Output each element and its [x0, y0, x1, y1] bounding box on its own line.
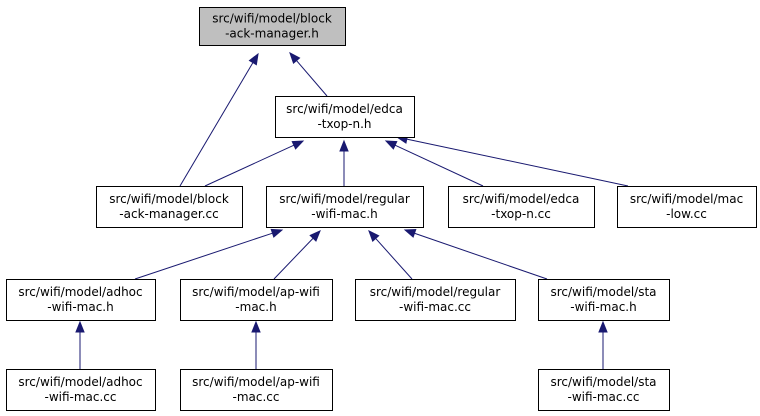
node-label-line: src/wifi/model/regular: [370, 285, 501, 299]
node-box: [96, 186, 243, 228]
edge-block_ack_manager_cc-to-edca_txop_n_h: [204, 140, 305, 187]
node-box: [538, 279, 670, 321]
node-label-line: src/wifi/model/sta: [550, 285, 656, 299]
node-label-line: src/wifi/model/block: [212, 12, 332, 26]
node-box: [180, 279, 333, 321]
node-label-line: src/wifi/model/sta: [550, 375, 656, 389]
node-label-line: -ack-manager.cc: [119, 207, 218, 221]
node-mac-low-cc[interactable]: src/wifi/model/mac-low.cc: [617, 186, 757, 228]
edge-adhoc_wifi_mac_cc-to-adhoc_wifi_mac_h: [75, 320, 85, 369]
node-label-line: -mac.h: [235, 300, 276, 314]
node-label-line: src/wifi/model/ap-wifi: [192, 285, 320, 299]
node-box: [180, 369, 333, 411]
edge-line: [394, 144, 484, 187]
node-sta-wifi-mac-cc[interactable]: src/wifi/model/sta-wifi-mac.cc: [538, 369, 670, 411]
node-label-line: src/wifi/model/ap-wifi: [192, 375, 320, 389]
arrowhead-icon: [248, 52, 259, 66]
node-box: [6, 279, 156, 321]
node-label-line: -wifi-mac.h: [47, 300, 113, 314]
edge-line: [179, 62, 254, 187]
arrowhead-icon: [251, 320, 261, 333]
edge-line: [273, 237, 314, 280]
node-label-line: -ack-manager.h: [225, 27, 319, 41]
edge-mac_low_cc-to-edca_txop_n_h: [395, 134, 629, 187]
node-edca-txop-n-cc[interactable]: src/wifi/model/edca-txop-n.cc: [448, 186, 595, 228]
node-label-line: -wifi-mac.h: [311, 207, 377, 221]
node-label-line: -wifi-mac.cc: [567, 390, 639, 404]
node-adhoc-wifi-mac-cc[interactable]: src/wifi/model/adhoc-wifi-mac.cc: [6, 369, 156, 411]
node-box: [266, 186, 424, 228]
edge-ap_wifi_mac_h-to-regular_wifi_mac_h: [273, 230, 321, 280]
edge-line: [134, 232, 273, 280]
arrowhead-icon: [403, 228, 417, 238]
arrowhead-icon: [339, 139, 349, 152]
edge-line: [406, 138, 629, 187]
edge-edca_txop_n_cc-to-edca_txop_n_h: [384, 140, 484, 187]
node-box: [538, 369, 670, 411]
edge-regular_wifi_mac_h-to-edca_txop_n_h: [339, 139, 349, 186]
node-block-ack-manager-cc[interactable]: src/wifi/model/block-ack-manager.cc: [96, 186, 243, 228]
edge-sta_wifi_mac_cc-to-sta_wifi_mac_h: [598, 320, 608, 369]
arrowhead-icon: [291, 140, 305, 150]
node-box: [617, 186, 757, 228]
edge-line: [375, 238, 413, 280]
node-label-line: -mac.cc: [233, 390, 280, 404]
node-regular-wifi-mac-cc[interactable]: src/wifi/model/regular-wifi-mac.cc: [355, 279, 516, 321]
arrowhead-icon: [368, 229, 380, 242]
edge-regular_wifi_mac_cc-to-regular_wifi_mac_h: [368, 229, 413, 280]
arrowhead-icon: [75, 320, 85, 333]
node-block-ack-manager-h[interactable]: src/wifi/model/block-ack-manager.h: [199, 7, 346, 46]
node-box: [355, 279, 516, 321]
node-edca-txop-n-h[interactable]: src/wifi/model/edca-txop-n.h: [275, 96, 415, 138]
node-sta-wifi-mac-h[interactable]: src/wifi/model/sta-wifi-mac.h: [538, 279, 670, 321]
arrowhead-icon: [270, 228, 284, 238]
node-box: [199, 7, 346, 46]
edge-ap_wifi_mac_cc-to-ap_wifi_mac_h: [251, 320, 261, 369]
node-box: [275, 96, 415, 138]
edge-line: [414, 232, 548, 280]
node-ap-wifi-mac-h[interactable]: src/wifi/model/ap-wifi-mac.h: [180, 279, 333, 321]
edge-block_ack_manager_cc-to-block_ack_manager_h: [179, 52, 259, 187]
edge-line: [296, 60, 328, 97]
edge-edca_txop_n_h-to-block_ack_manager_h: [289, 51, 328, 97]
arrowhead-icon: [384, 140, 398, 150]
node-label-line: src/wifi/model/regular: [279, 192, 410, 206]
node-label-line: src/wifi/model/mac: [630, 192, 743, 206]
nodes-layer: src/wifi/model/block-ack-manager.hsrc/wi…: [6, 7, 757, 411]
node-box: [6, 369, 156, 411]
node-label-line: -wifi-mac.cc: [399, 300, 471, 314]
node-box: [448, 186, 595, 228]
node-label-line: src/wifi/model/adhoc: [18, 285, 142, 299]
arrowhead-icon: [309, 230, 321, 242]
node-label-line: src/wifi/model/edca: [463, 192, 580, 206]
node-label-line: src/wifi/model/adhoc: [18, 375, 142, 389]
edge-adhoc_wifi_mac_h-to-regular_wifi_mac_h: [134, 228, 284, 280]
node-label-line: src/wifi/model/edca: [286, 102, 403, 116]
node-label-line: -txop-n.cc: [491, 207, 551, 221]
node-label-line: -wifi-mac.cc: [44, 390, 116, 404]
edge-line: [204, 144, 295, 187]
edges-layer: [75, 51, 629, 369]
node-label-line: -low.cc: [666, 207, 707, 221]
arrowhead-icon: [289, 51, 301, 65]
node-adhoc-wifi-mac-h[interactable]: src/wifi/model/adhoc-wifi-mac.h: [6, 279, 156, 321]
node-ap-wifi-mac-cc[interactable]: src/wifi/model/ap-wifi-mac.cc: [180, 369, 333, 411]
edge-sta_wifi_mac_h-to-regular_wifi_mac_h: [403, 228, 548, 280]
node-label-line: -wifi-mac.h: [570, 300, 636, 314]
node-label-line: src/wifi/model/block: [109, 192, 229, 206]
arrowhead-icon: [598, 320, 608, 333]
node-regular-wifi-mac-h[interactable]: src/wifi/model/regular-wifi-mac.h: [266, 186, 424, 228]
node-label-line: -txop-n.h: [317, 117, 371, 131]
